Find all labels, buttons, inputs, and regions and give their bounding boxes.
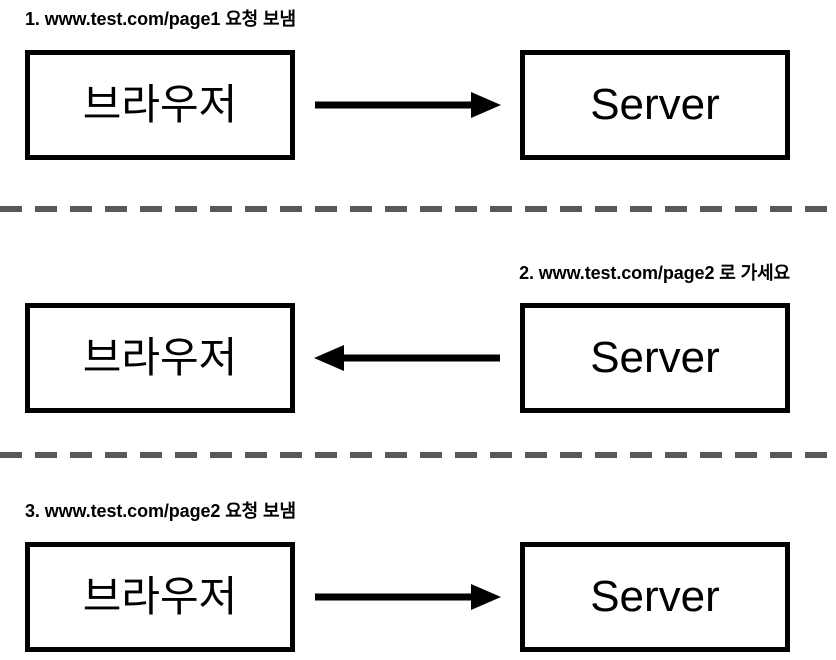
step-1-browser-label: 브라우저: [82, 81, 238, 128]
step-2-caption: 2. www.test.com/page2 로 가세요: [519, 263, 790, 283]
flow-step-2: 2. www.test.com/page2 로 가세요 브라우저 Server: [0, 253, 836, 443]
step-1-arrow-right: [305, 83, 510, 127]
step-3-server-node: Server: [520, 542, 790, 652]
step-1-caption: 1. www.test.com/page1 요청 보냄: [25, 9, 296, 29]
flow-step-3: 3. www.test.com/page2 요청 보냄 브라우저 Server: [0, 492, 836, 660]
flow-step-1: 1. www.test.com/page1 요청 보냄 브라우저 Server: [0, 0, 836, 196]
step-2-server-node: Server: [520, 303, 790, 413]
step-3-server-label: Server: [590, 572, 720, 621]
step-1-browser-node: 브라우저: [25, 50, 295, 160]
step-3-caption: 3. www.test.com/page2 요청 보냄: [25, 501, 296, 521]
step-1-server-node: Server: [520, 50, 790, 160]
step-3-arrow-right: [305, 575, 510, 619]
step-1-server-label: Server: [590, 80, 720, 129]
step-2-browser-label: 브라우저: [82, 334, 238, 381]
step-2-arrow-left: [305, 336, 510, 380]
step-2-server-label: Server: [590, 333, 720, 382]
step-2-browser-node: 브라우저: [25, 303, 295, 413]
step-3-browser-label: 브라우저: [82, 573, 238, 620]
step-3-browser-node: 브라우저: [25, 542, 295, 652]
section-divider-1: [0, 206, 836, 212]
section-divider-2: [0, 452, 836, 458]
